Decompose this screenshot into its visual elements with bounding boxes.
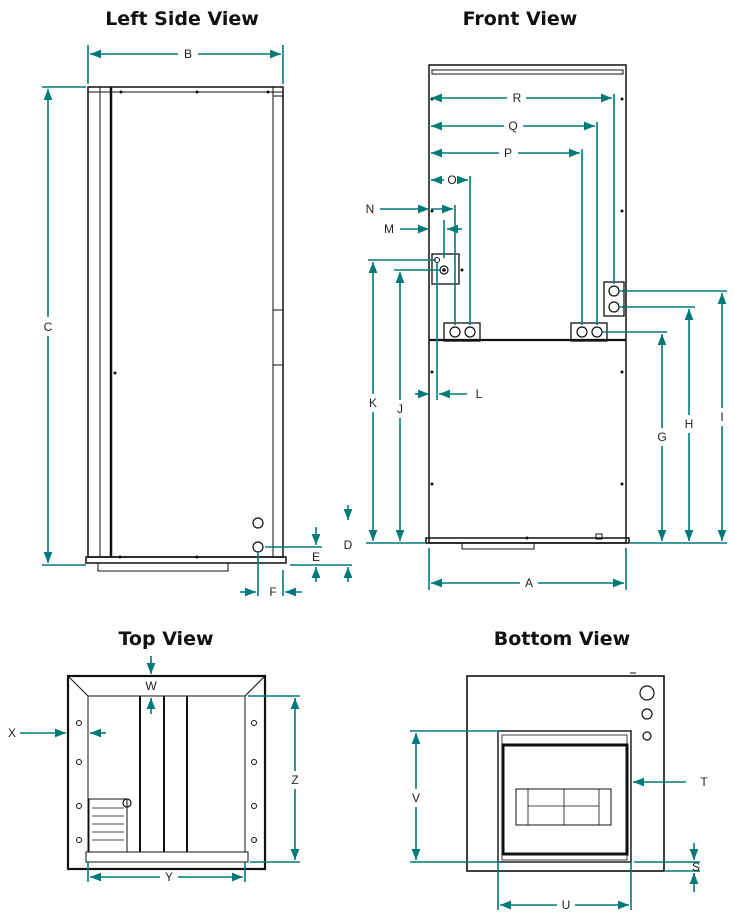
dim-label-f: F xyxy=(269,585,276,599)
front-view-title: Front View xyxy=(463,8,578,30)
dim-label-x: X xyxy=(8,726,16,740)
left-side-view-title: Left Side View xyxy=(105,8,259,30)
dim-label-z: Z xyxy=(291,773,298,787)
dim-label-t: T xyxy=(700,775,708,789)
top-view-title: Top View xyxy=(118,628,213,650)
dim-label-s: S xyxy=(692,860,700,874)
dim-label-o: O xyxy=(447,173,456,187)
dim-label-r: R xyxy=(513,91,522,105)
front-view: R Q P O N M L K xyxy=(366,64,727,590)
dim-label-u: U xyxy=(562,898,571,912)
dim-label-b: B xyxy=(184,47,192,61)
top-view: W X Y Z xyxy=(8,656,300,884)
dim-label-q: Q xyxy=(508,119,517,133)
connection-port-lower xyxy=(252,541,264,553)
dim-label-i: I xyxy=(720,410,723,424)
dim-label-c: C xyxy=(44,320,53,334)
dim-label-a: A xyxy=(525,576,533,590)
dim-label-p: P xyxy=(504,146,512,160)
dim-label-w: W xyxy=(145,679,157,693)
dim-label-e: E xyxy=(312,550,320,564)
dim-label-n: N xyxy=(366,202,375,216)
dim-label-y: Y xyxy=(165,870,173,884)
dim-label-j: J xyxy=(397,402,403,416)
connection-port-upper xyxy=(252,517,264,529)
dim-label-h: H xyxy=(685,417,694,431)
dim-label-k: K xyxy=(369,396,377,410)
bottom-view-title: Bottom View xyxy=(494,628,631,650)
dim-label-d: D xyxy=(344,538,353,552)
dim-label-g: G xyxy=(657,430,666,444)
dim-label-m: M xyxy=(384,222,394,236)
bottom-view: V T S U xyxy=(410,672,708,912)
left-side-view: B C D E F xyxy=(42,45,353,599)
dim-label-v: V xyxy=(412,791,420,805)
dim-label-l: L xyxy=(476,387,483,401)
